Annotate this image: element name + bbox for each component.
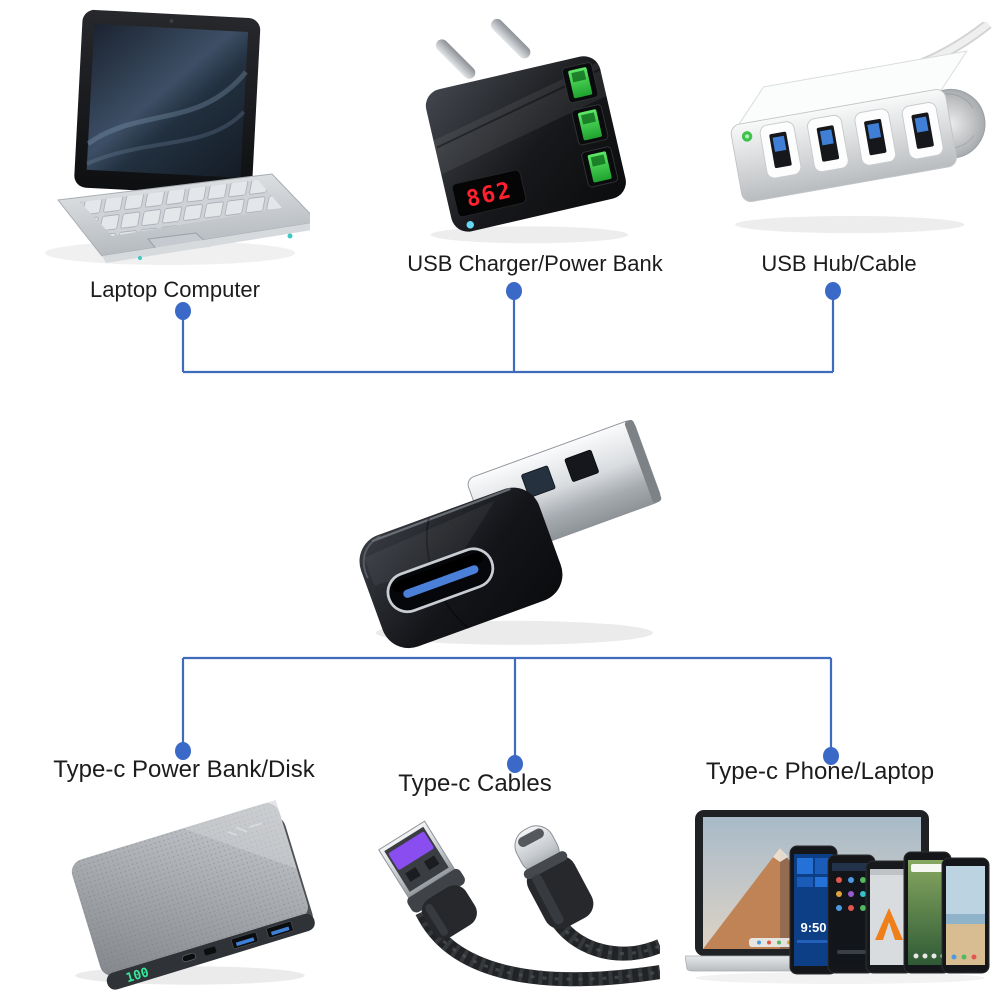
phone-app-grid	[827, 854, 876, 974]
usb-a-contact-window	[564, 449, 599, 482]
powerbank-micro-port	[203, 946, 217, 956]
type-c-tongue	[403, 565, 479, 598]
charger-status-led	[466, 221, 475, 229]
plug-pin	[435, 39, 476, 79]
laptop-icon	[45, 9, 310, 265]
phone-lumia: 9:50	[789, 845, 838, 975]
usb-adapter-image	[330, 385, 680, 655]
label-laptop-computer: Laptop Computer	[90, 277, 260, 302]
usb-charger-image: 862	[380, 12, 660, 247]
powerbank-brand-mark	[227, 822, 263, 836]
charger-led-display	[451, 169, 527, 218]
usb-a-contact-window	[521, 465, 556, 498]
type-c-cables-image	[340, 800, 660, 995]
label-type-c-phone: Type-c Phone/Laptop	[705, 758, 935, 785]
plug-pin	[490, 18, 531, 59]
htc-arrow	[875, 908, 903, 940]
label-type-c-cables: Type-c Cables	[398, 770, 552, 797]
dot-laptop	[175, 302, 191, 320]
laptop-screen	[74, 9, 261, 196]
powerbank-front-edge: 100	[106, 913, 315, 990]
powerbank-type-c-port	[181, 952, 197, 963]
braided-cable-type-c	[552, 917, 660, 961]
usb-adapter-icon	[359, 419, 662, 649]
type-c-female-body	[359, 487, 563, 649]
usb-hub-image	[695, 22, 995, 237]
hub-usb-ports	[759, 102, 944, 179]
powerbank-icon: 100	[71, 799, 315, 990]
powerbank-image: 100	[40, 792, 340, 992]
type-c-plug	[514, 825, 594, 930]
powerbank-battery-display: 100	[124, 965, 151, 986]
usb-ports-green	[561, 62, 619, 188]
label-type-c-powerbank: Type-c Power Bank/Disk	[53, 756, 315, 783]
laptop-keyboard-deck	[57, 173, 310, 263]
usb-hub-icon	[730, 22, 992, 234]
type-c-cables-icon	[378, 820, 660, 987]
devices-icon: 9:50	[685, 810, 990, 984]
laptop-computer-image	[20, 8, 310, 273]
phone-nexus-6p	[903, 851, 952, 974]
usb-a-plug	[378, 820, 477, 939]
usb-a-purple-tongue	[388, 831, 434, 870]
phone-nexus-5x	[941, 857, 990, 974]
dot-charger	[506, 282, 522, 300]
usb-charger-icon: 862	[425, 18, 629, 244]
label-usb-hub: USB Hub/Cable	[761, 251, 917, 276]
phone-htc	[865, 860, 914, 974]
label-usb-charger: USB Charger/Power Bank	[407, 251, 663, 276]
search-bar	[911, 864, 944, 872]
phone-clock: 9:50	[800, 920, 826, 935]
dot-hub	[825, 282, 841, 300]
type-c-devices-image: 9:50	[685, 800, 995, 985]
